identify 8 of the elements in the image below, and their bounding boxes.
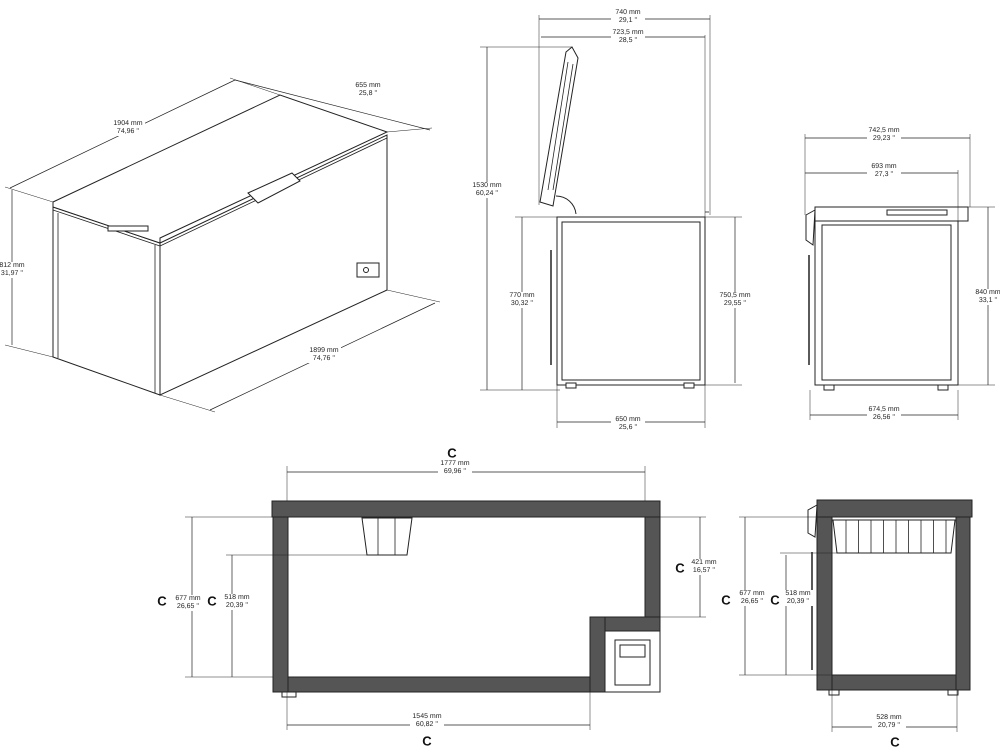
section-marker: C (890, 734, 900, 750)
section-marker: C (721, 592, 731, 608)
section-marker: C (157, 594, 167, 608)
section-marker: C (770, 592, 780, 608)
section-marker: C (422, 734, 432, 748)
section-marker: C (675, 560, 685, 576)
section-marker: C (207, 594, 217, 608)
section-marker: C (447, 446, 457, 460)
